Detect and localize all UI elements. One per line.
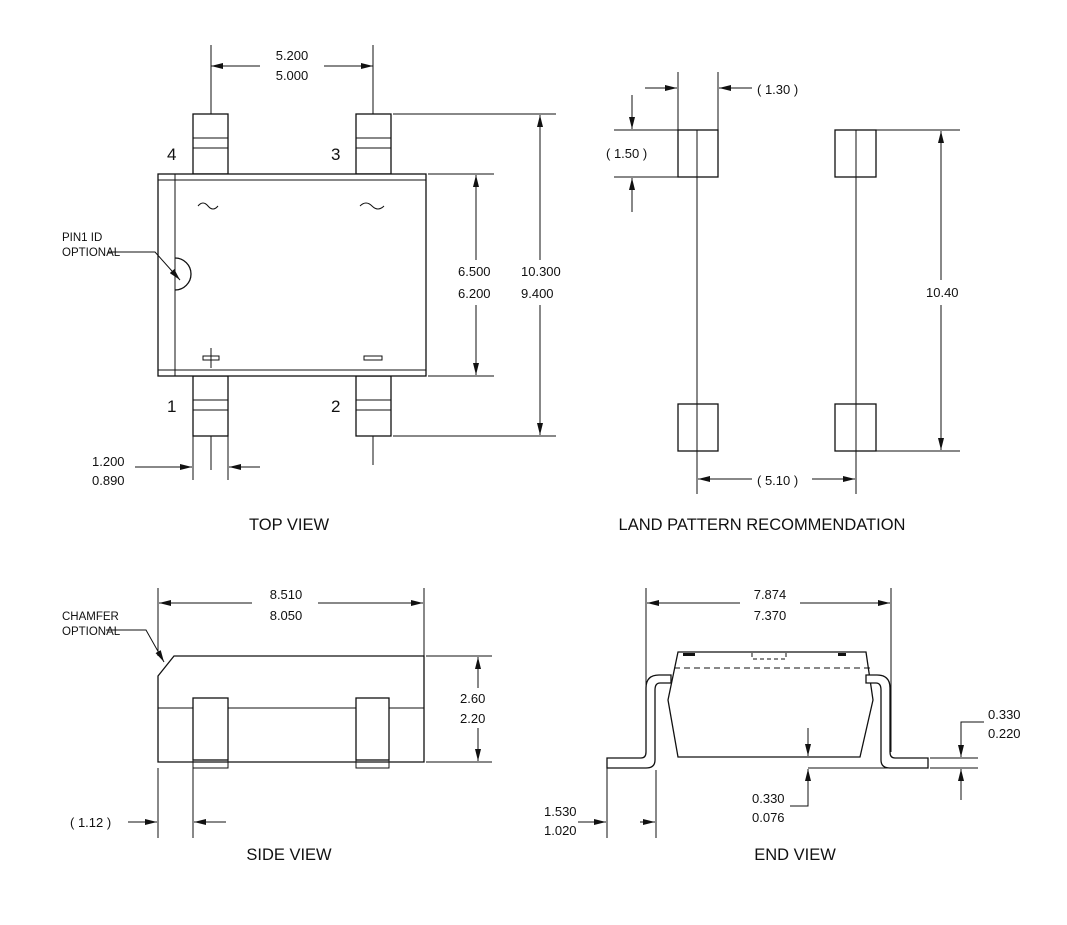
svg-text:0.220: 0.220 (988, 726, 1021, 741)
svg-text:7.874: 7.874 (754, 587, 787, 602)
svg-text:OPTIONAL: OPTIONAL (62, 247, 121, 259)
svg-text:7.370: 7.370 (754, 608, 787, 623)
pin-label-2: 2 (331, 397, 340, 416)
svg-text:5.000: 5.000 (276, 68, 309, 83)
dim-lead-width: 1.200 0.890 (92, 454, 260, 488)
svg-text:0.330: 0.330 (752, 791, 785, 806)
dim-end-overall-width: 7.874 7.370 (647, 587, 890, 623)
end-view-caption: END VIEW (754, 846, 836, 864)
end-lead-right (865, 674, 929, 769)
dim-lead-pitch: 5.200 5.000 (211, 48, 373, 83)
dim-end-lead-thickness: 0.330 0.220 (930, 707, 1021, 800)
svg-text:( 1.30 ): ( 1.30 ) (757, 82, 798, 97)
top-tilde-right (359, 202, 385, 210)
side-lead-right (355, 697, 390, 769)
dim-overall-length: 10.300 9.400 (393, 113, 561, 437)
svg-text:10.300: 10.300 (521, 264, 561, 279)
svg-text:0.890: 0.890 (92, 473, 125, 488)
top-view-caption: TOP VIEW (249, 516, 330, 534)
top-lead-1 (192, 375, 229, 480)
svg-text:6.500: 6.500 (458, 264, 491, 279)
dim-body-width: 6.500 6.200 (428, 173, 494, 377)
svg-text:CHAMFER: CHAMFER (62, 611, 119, 623)
svg-text:10.40: 10.40 (926, 285, 959, 300)
top-tilde-left (197, 202, 219, 210)
dim-pad-span: 10.40 (876, 129, 960, 452)
svg-text:OPTIONAL: OPTIONAL (62, 626, 121, 638)
svg-text:( 1.50 ): ( 1.50 ) (606, 146, 647, 161)
svg-text:8.050: 8.050 (270, 608, 303, 623)
pin-label-4: 4 (167, 145, 176, 164)
dim-side-lead-offset: ( 1.12 ) (70, 815, 226, 830)
dim-side-body-length: 8.510 8.050 (159, 587, 423, 623)
svg-text:1.020: 1.020 (544, 823, 577, 838)
dim-pad-height: ( 1.50 ) (606, 95, 678, 212)
land-pattern-view: ( 1.30 ) ( 1.50 ) 10.40 ( 5.10 ) LAND PA… (606, 72, 960, 534)
top-lead-3 (355, 45, 392, 175)
svg-text:0.076: 0.076 (752, 810, 785, 825)
land-pad-top-left (677, 129, 719, 178)
dim-end-standoff: 0.330 0.076 (752, 728, 928, 825)
top-body (157, 173, 427, 377)
pin1-id-note: PIN1 ID OPTIONAL (62, 232, 181, 281)
top-view: 4 3 1 2 PIN1 ID OPTIONAL 5.200 5.000 6.5… (62, 45, 561, 534)
svg-text:2.60: 2.60 (460, 691, 485, 706)
plus-polarity-mark (202, 348, 220, 368)
svg-text:8.510: 8.510 (270, 587, 303, 602)
svg-text:2.20: 2.20 (460, 711, 485, 726)
side-lead-left (192, 697, 229, 769)
chamfer-note: CHAMFER OPTIONAL (62, 611, 165, 663)
top-lead-4 (192, 45, 229, 175)
pin-label-1: 1 (167, 397, 176, 416)
svg-text:9.400: 9.400 (521, 286, 554, 301)
side-view: CHAMFER OPTIONAL 8.510 8.050 2.60 2.20 (… (62, 587, 492, 864)
side-view-caption: SIDE VIEW (246, 846, 332, 864)
svg-text:1.530: 1.530 (544, 804, 577, 819)
svg-text:0.330: 0.330 (988, 707, 1021, 722)
pin-label-3: 3 (331, 145, 340, 164)
minus-polarity-mark (363, 355, 383, 361)
land-pad-bottom-left (677, 403, 719, 452)
dim-pad-pitch: ( 5.10 ) (698, 473, 855, 488)
svg-text:PIN1 ID: PIN1 ID (62, 232, 102, 244)
svg-text:6.200: 6.200 (458, 286, 491, 301)
end-body (667, 651, 874, 758)
dim-side-height: 2.60 2.20 (426, 655, 492, 763)
dim-pad-width: ( 1.30 ) (645, 82, 798, 97)
svg-text:( 5.10 ): ( 5.10 ) (757, 473, 798, 488)
end-lead-left (606, 674, 672, 769)
pin1-id-marker (174, 257, 192, 291)
end-view: 7.874 7.370 0.330 0.220 0.330 0.076 1.5 (544, 587, 1021, 864)
svg-text:1.200: 1.200 (92, 454, 125, 469)
dim-end-foot-length: 1.530 1.020 (544, 804, 655, 838)
svg-text:5.200: 5.200 (276, 48, 309, 63)
top-lead-2 (355, 375, 392, 465)
svg-text:( 1.12 ): ( 1.12 ) (70, 815, 111, 830)
land-pattern-caption: LAND PATTERN RECOMMENDATION (619, 516, 906, 534)
